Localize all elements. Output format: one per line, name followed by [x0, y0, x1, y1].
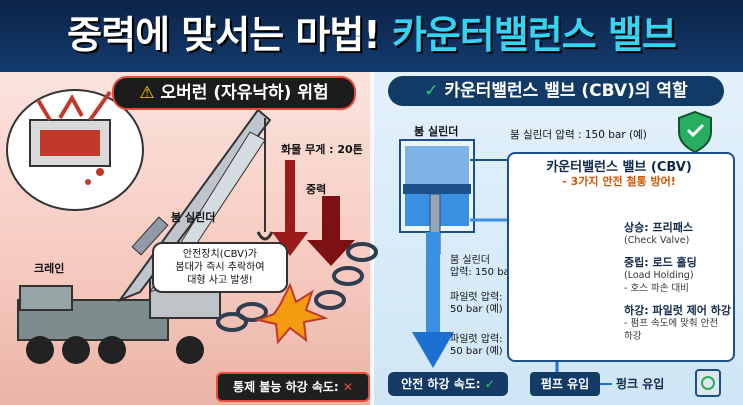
explosion-icon — [254, 282, 329, 345]
title-part1: 중력에 맞서는 마법! — [67, 13, 380, 57]
gravity-arrow-large — [307, 196, 355, 266]
pressure-label-3: 파일럿 압력: 50 bar (예) — [450, 334, 503, 358]
pressure-label-3-line2: 50 bar (예) — [450, 346, 503, 357]
function-neutral: 중립: 로드 홀딩 (Load Holding) - 호스 파손 대비 — [624, 256, 697, 295]
crane-label: 크레인 — [34, 262, 65, 275]
pump-inflow-label: 펌프 유입 — [530, 372, 600, 396]
safe-speed-label: 안전 하강 속도: — [401, 377, 481, 391]
warning-icon: ⚠ — [139, 83, 155, 103]
function-lower-title: 하강: 파일럿 제어 하강 — [624, 304, 731, 317]
function-neutral-detail: (Load Holding) — [624, 270, 694, 281]
safe-speed-badge: 안전 하강 속도: ✓ — [388, 372, 508, 396]
x-icon: ✕ — [342, 380, 353, 394]
pressure-label-2: 파일럿 압력: 50 bar (예) — [450, 292, 503, 316]
cbv-role-banner: ✓ 카운터밸런스 밸브 (CBV)의 역할 — [388, 76, 724, 106]
cbv-subtitle: - 3가지 안전 철통 방어! — [562, 175, 676, 188]
uncontrolled-speed-label: 통제 불능 하강 속도: — [233, 380, 339, 394]
function-rise-title: 상승: 프리패스 — [624, 221, 693, 234]
safe-check-icon: ✓ — [484, 377, 495, 391]
pressure-label-1: 붐 실린더 압력: 150 bar (예) — [450, 255, 534, 279]
cbv-title: 카운터밸런스 밸브 (CBV) — [546, 160, 692, 175]
boom-cylinder-label-right: 붐 실린더 — [414, 125, 459, 138]
cbv-detail-box — [507, 152, 735, 362]
function-lower: 하강: 파일럿 제어 하강 - 펌프 속도에 맞춰 안전 하강 — [624, 304, 731, 343]
gravity-arrow-small — [272, 160, 308, 256]
pressure-label-1-line1: 붐 실린더 — [450, 255, 490, 266]
boom-cylinder-label: 붐 실린더 — [171, 211, 216, 224]
pressure-label-2-line2: 50 bar (예) — [450, 304, 503, 315]
fluid-column — [426, 232, 440, 332]
boom-pressure-label: 붐 실린더 압력 : 150 bar (예) — [510, 129, 647, 141]
load-weight-label: 화물 무게 : 20톤 — [281, 143, 363, 156]
gravity-label: 중력 — [306, 183, 327, 196]
function-neutral-title: 중립: 로드 홀딩 — [624, 256, 697, 269]
function-lower-detail: - 펌프 속도에 맞춰 안전 — [624, 318, 719, 329]
function-rise-detail: (Check Valve) — [624, 235, 690, 246]
tank-icon — [695, 369, 721, 397]
uncontrolled-speed-badge: 통제 불능 하강 속도: ✕ — [216, 372, 370, 402]
overrun-risk-banner: ⚠ 오버런 (자유낙하) 위험 — [112, 76, 356, 110]
title-bar — [0, 0, 743, 72]
check-icon: ✓ — [424, 81, 439, 101]
down-arrow — [412, 332, 454, 368]
pressure-label-2-line1: 파일럿 압력: — [450, 292, 503, 303]
function-neutral-detail2: - 호스 파손 대비 — [624, 283, 689, 294]
function-rise: 상승: 프리패스 (Check Valve) — [624, 221, 693, 247]
pressure-label-1-line2: 압력: 150 bar (예) — [450, 267, 534, 278]
accident-callout: 안전장치(CBV)가 붐대가 즉시 추락하여 대형 사고 발생! — [152, 242, 288, 293]
callout-line-3: 대형 사고 발생! — [187, 275, 253, 286]
tank-inflow-label: 펑크 유입 — [616, 377, 665, 391]
page-title: 중력에 맞서는 마법! 카운터밸런스 밸브 — [0, 10, 743, 60]
callout-line-2: 붐대가 즉시 추락하여 — [175, 262, 265, 273]
callout-line-1: 안전장치(CBV)가 — [182, 249, 258, 260]
pressure-label-3-line1: 파일럿 압력: — [450, 334, 503, 345]
function-lower-detail2: 하강 — [624, 331, 642, 342]
panel-divider — [370, 72, 374, 405]
cbv-role-text: 카운터밸런스 밸브 (CBV)의 역할 — [444, 81, 688, 101]
overrun-risk-text: 오버런 (자유낙하) 위험 — [160, 83, 329, 103]
broken-chain-icon — [216, 242, 378, 332]
title-part2: 카운터밸런스 밸브 — [391, 13, 677, 57]
